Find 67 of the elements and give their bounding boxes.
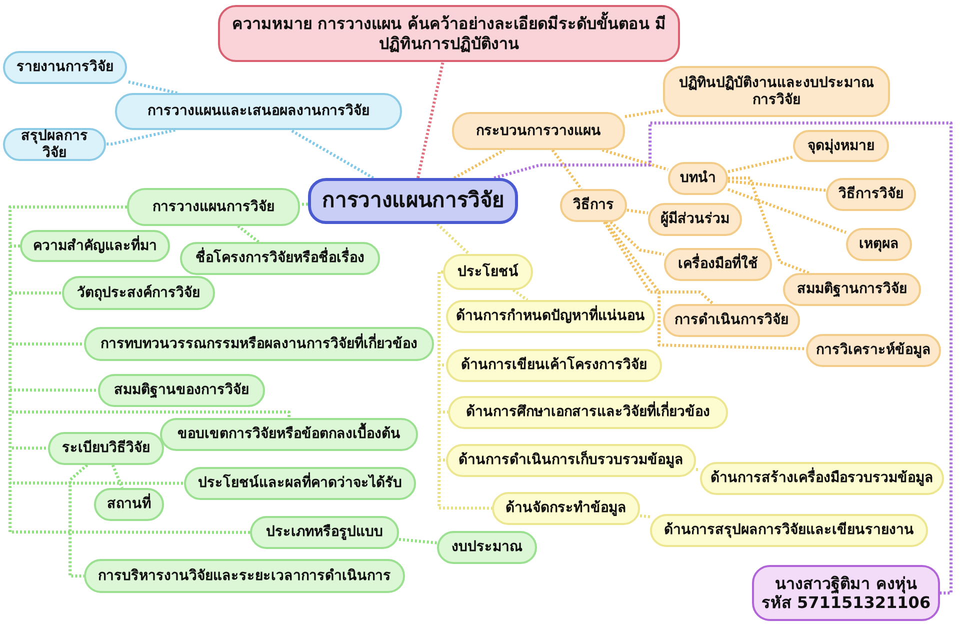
- connector-line: [494, 122, 952, 594]
- topic-box: ประโยชน์และผลที่คาดว่าจะได้รับ: [184, 467, 416, 500]
- topic-box: สถานที่: [94, 488, 164, 521]
- topic-box: ผู้มีส่วนร่วม: [648, 203, 742, 236]
- connector-line: [290, 128, 374, 180]
- topic-box: การทบทวนวรรณกรรมหรือผลงานการวิจัยที่เกี่ยวข้อง: [84, 327, 434, 361]
- connector-line: [727, 188, 847, 234]
- connector-line: [237, 224, 260, 244]
- connector-line: [603, 221, 714, 306]
- topic-box: นางสาวฐิติมา คงหุ่น รหัส 571151321106: [752, 565, 940, 621]
- topic-box: ด้านการเขียนเค้าโครงการวิจัย: [446, 349, 662, 382]
- connector-line: [436, 222, 470, 256]
- topic-box: ด้านจัดกระทำข้อมูล: [492, 492, 640, 525]
- topic-box: วิธีการ: [560, 189, 627, 222]
- connector-line: [551, 149, 583, 190]
- connector-line: [602, 148, 668, 171]
- connector-line: [111, 464, 124, 489]
- topic-box: ประโยชน์: [443, 254, 533, 290]
- connector-line: [106, 128, 176, 146]
- connector-line: [728, 155, 794, 174]
- topic-box: ปฏิทินปฏิบัติงานและงบประมาณ การวิจัย: [663, 66, 890, 117]
- topic-box: รายงานการวิจัย: [3, 51, 127, 84]
- connector-line: [398, 538, 438, 544]
- topic-box: เหตุผล: [846, 228, 912, 261]
- topic-box: บทนำ: [668, 162, 728, 195]
- connector-line: [438, 270, 492, 510]
- topic-box: จุดมุ่งหมาย: [793, 130, 889, 162]
- connector-line: [696, 468, 700, 472]
- connector-line: [604, 221, 806, 350]
- connector-line: [512, 288, 528, 302]
- topic-box: การวางแผนและเสนอผลงานการวิจัย: [115, 93, 402, 130]
- topic-box: การวิเคราะห์ข้อมูล: [806, 334, 941, 367]
- connector-line: [610, 220, 664, 256]
- topic-box: ระเบียบวิธีวิจัย: [48, 432, 164, 465]
- connector-line: [624, 108, 664, 118]
- topic-box: ประเภทหรือรูปแบบ: [250, 516, 399, 549]
- topic-box: สรุปผลการวิจัย: [3, 128, 106, 161]
- topic-box: ด้านการสร้างเครื่องมือรวบรวมข้อมูล: [700, 462, 944, 495]
- topic-box: สมมติฐานของการวิจัย: [98, 374, 265, 407]
- topic-box: สมมติฐานการวิจัย: [783, 273, 921, 306]
- topic-box: การดำเนินการวิจัย: [663, 304, 800, 337]
- topic-box: วิธีการวิจัย: [826, 178, 916, 211]
- topic-box: ชื่อโครงการวิจัยหรือชื่อเรื่อง: [180, 242, 380, 275]
- connector-line: [728, 180, 826, 192]
- connector-line: [416, 62, 444, 178]
- connector-line: [626, 208, 648, 214]
- connector-line: [8, 206, 250, 534]
- topic-box: ความหมาย การวางแผน ค้นคว้าอย่างละเอียดมีระดับขั้นตอน มีปฏิทินการปฏิบัติงาน: [218, 5, 680, 62]
- connector-line: [126, 80, 178, 94]
- central-topic-box: การวางแผนการวิจัย: [308, 178, 518, 224]
- topic-box: วัตถุประสงค์การวิจัย: [62, 276, 215, 310]
- connector-line: [68, 464, 88, 578]
- connector-line: [454, 148, 506, 180]
- topic-box: ด้านการสรุปผลการวิจัยและเขียนรายงาน: [650, 514, 928, 547]
- topic-box: ด้านการศึกษาเอกสารและวิจัยที่เกี่ยวข้อง: [448, 396, 728, 429]
- connector-line: [728, 176, 810, 274]
- topic-box: ความสำคัญและที่มา: [20, 230, 170, 262]
- topic-box: การบริหารงานวิจัยและระยะเวลาการดำเนินการ: [84, 559, 405, 593]
- topic-box: กระบวนการวางแผน: [452, 112, 625, 150]
- topic-box: ด้านการดำเนินการเก็บรวบรวมข้อมูล: [446, 444, 696, 477]
- connector-line: [300, 202, 308, 206]
- topic-box: ขอบเขตการวิจัยหรือข้อตกลงเบื้องต้น: [160, 418, 418, 451]
- topic-box: ด้านการกำหนดปัญหาที่แน่นอน: [446, 300, 655, 333]
- topic-box: งบประมาณ: [437, 531, 537, 564]
- connector-line: [640, 514, 650, 518]
- topic-box: เครื่องมือที่ใช้: [664, 248, 772, 281]
- topic-box: การวางแผนการวิจัย: [127, 188, 300, 226]
